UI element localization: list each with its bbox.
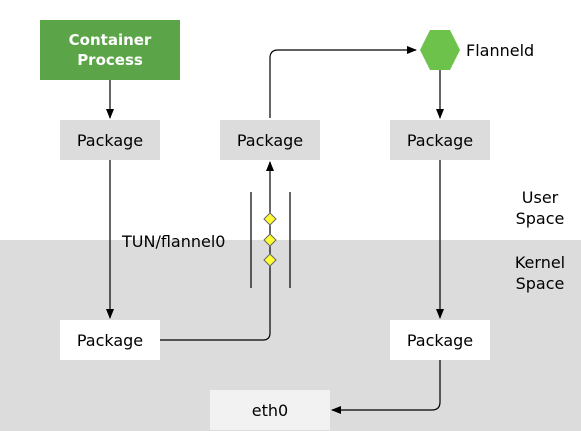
container-process-box: Container Process <box>40 20 180 80</box>
package-right-kernel: Package <box>390 320 490 360</box>
package-left-kernel: Package <box>60 320 160 360</box>
kernel-space-label: Kernel Space <box>505 252 575 294</box>
arrow-package-to-eth0 <box>331 360 441 414</box>
tun-diamond-top <box>263 212 277 226</box>
eth0-box: eth0 <box>210 390 330 430</box>
kernel-space-line2: Space <box>515 274 565 293</box>
tun-diamond-middle <box>263 233 277 247</box>
user-space-label: User Space <box>505 187 575 229</box>
kernel-space-line1: Kernel <box>514 253 566 272</box>
arrow-kernel-to-tun-package <box>160 161 274 341</box>
flanneld-hexagon-icon <box>420 30 460 70</box>
container-process-line1: Container <box>68 31 152 49</box>
arrow-package-to-flanneld <box>269 46 417 118</box>
flanneld-label: Flanneld <box>466 41 535 60</box>
package-left-user: Package <box>60 120 160 160</box>
tun-flannel0-label: TUN/flannel0 <box>122 232 226 251</box>
package-middle-user: Package <box>220 120 320 160</box>
user-space-line2: Space <box>515 209 565 228</box>
tun-diamond-bottom <box>263 253 277 267</box>
user-space-line1: User <box>521 188 559 207</box>
package-right-user: Package <box>390 120 490 160</box>
container-process-line2: Process <box>77 51 143 69</box>
